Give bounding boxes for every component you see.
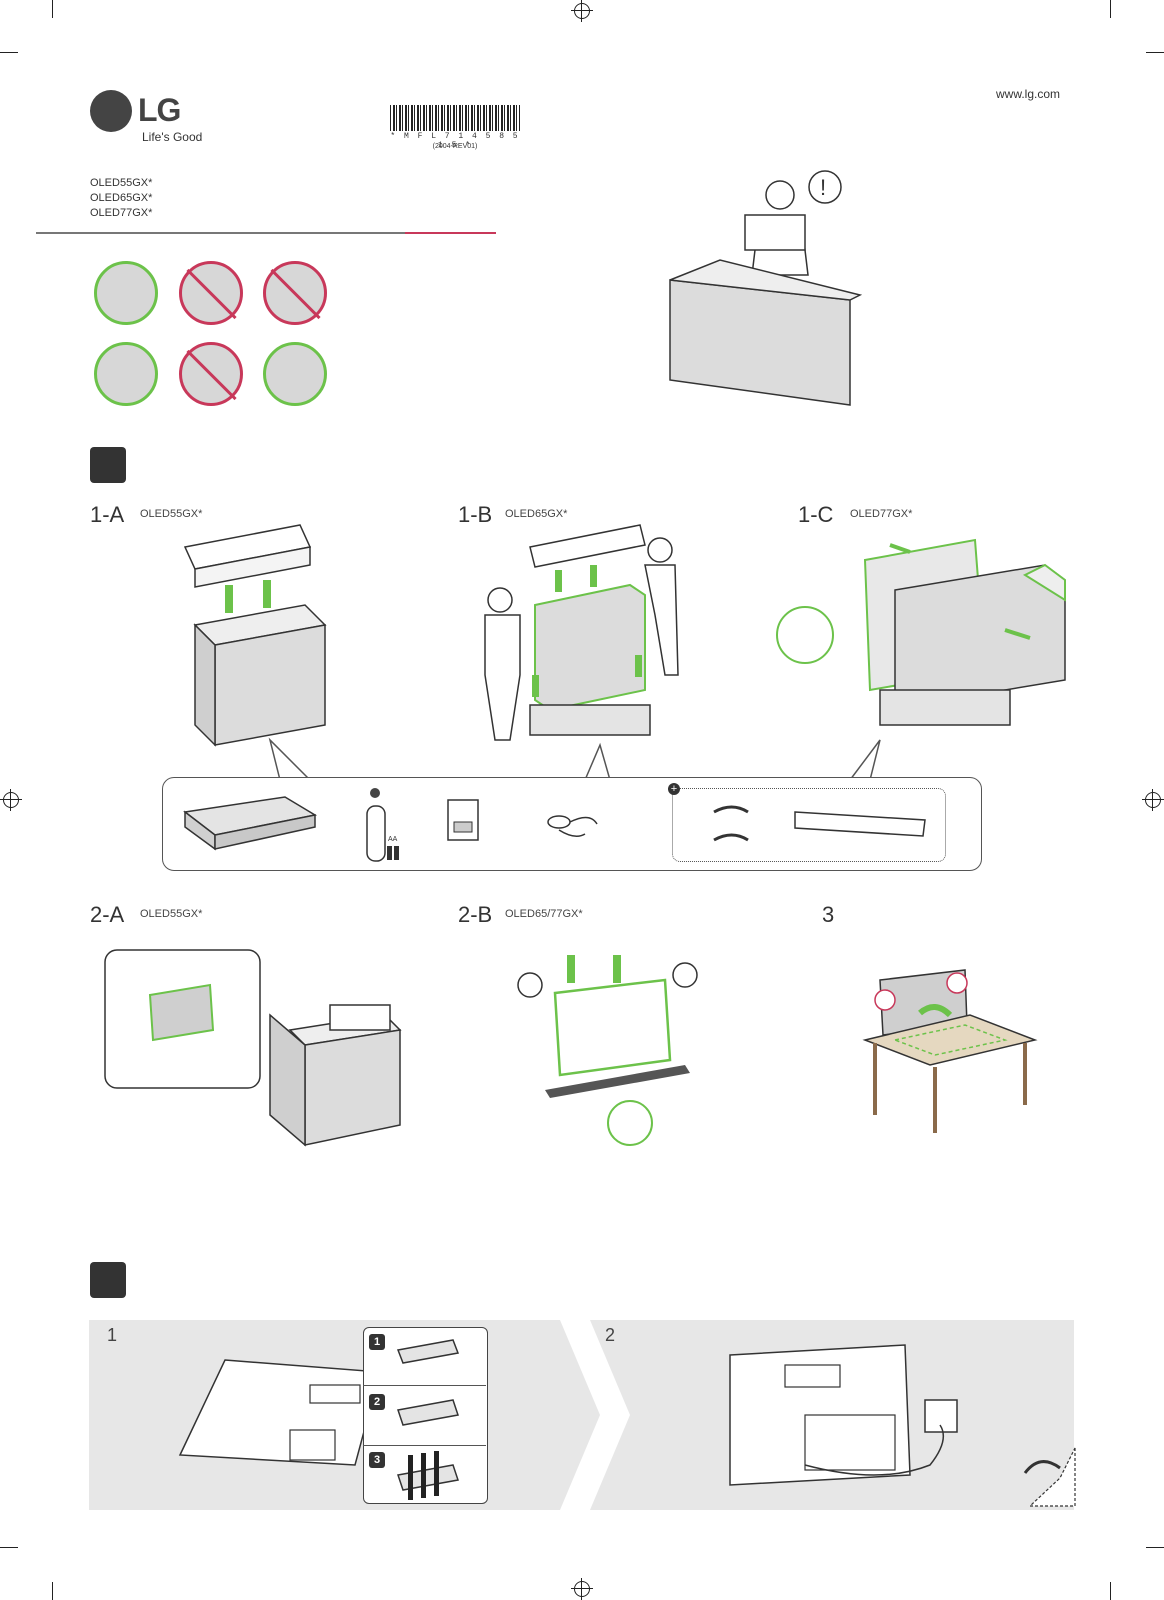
step-model: OLED65/77GX* [505, 908, 583, 920]
ir-cable-icon [713, 805, 749, 842]
lift-55-illustration [104, 949, 402, 1147]
cable-holder-illustration [396, 1339, 460, 1500]
unpack-65-illustration [484, 524, 679, 741]
crop-mark [1146, 52, 1164, 53]
stand-base-icon [183, 796, 318, 851]
unbox-icon [90, 447, 126, 483]
model-name: OLED65GX* [90, 192, 153, 204]
panel-number: 2 [605, 1325, 616, 1345]
substep-badge: 3 [369, 1452, 385, 1468]
box-warning-illustration: ! [669, 170, 863, 406]
cable-management-icon [90, 1262, 126, 1298]
step-label: 2-B [458, 902, 493, 927]
remote-control-icon [366, 788, 399, 862]
registration-mark-icon [571, 1578, 593, 1600]
tv-back-flat-illustration [178, 1359, 381, 1466]
crop-mark [0, 1547, 18, 1548]
registration-mark-icon [0, 789, 22, 811]
barcode-text: * M F L 7 1 4 5 8 5 1 5 * [390, 132, 520, 150]
crop-mark [1146, 1547, 1164, 1548]
step-model: OLED55GX* [140, 908, 203, 920]
crop-mark [0, 52, 18, 53]
crop-mark [1110, 0, 1111, 18]
crop-mark [1110, 1582, 1111, 1600]
press-screen-no-icon [179, 342, 243, 406]
unpack-77-illustration [776, 538, 1066, 726]
step-model: OLED65GX* [505, 508, 568, 520]
step-label: 1-C [798, 502, 834, 527]
model-name: OLED77GX* [90, 207, 153, 219]
step-label: 1-A [90, 502, 125, 527]
manual-icon [447, 799, 479, 841]
panel-chevron-divider [560, 1320, 630, 1510]
divider [36, 232, 496, 234]
lift-65-77-illustration [517, 955, 698, 1146]
panel-number: 1 [107, 1325, 118, 1345]
model-name: OLED55GX* [90, 177, 153, 189]
step-model: OLED77GX* [850, 508, 913, 520]
carry-horizontal-no-icon [263, 261, 327, 325]
svg-text:!: ! [820, 175, 826, 200]
unpack-55-illustration [183, 524, 327, 747]
tv-back-cables-illustration [729, 1344, 958, 1486]
place-on-table-illustration [862, 969, 1038, 1133]
divider [363, 1445, 486, 1446]
tagline: Life's Good [142, 130, 203, 144]
step-model: OLED55GX* [140, 508, 203, 520]
lg-logo-icon [90, 90, 132, 132]
barcode [390, 105, 520, 131]
optional-accessories [672, 788, 946, 862]
step-label: 3 [822, 902, 835, 927]
substep-badge: 1 [369, 1334, 385, 1350]
battery-label: AA [388, 836, 398, 843]
registration-mark-icon [1142, 789, 1164, 811]
wall-bracket-icon [794, 811, 926, 837]
step-label: 2-A [90, 902, 125, 927]
crop-mark [52, 1582, 53, 1600]
carry-flat-no-icon [179, 261, 243, 325]
substep-badge: 2 [369, 1394, 385, 1410]
lg-logo: LG Life's Good [90, 90, 220, 150]
hold-edge-ok-icon [94, 342, 158, 406]
page-turn-icon [1023, 1447, 1076, 1507]
carry-upright-ok-icon [94, 261, 158, 325]
crop-mark [52, 0, 53, 18]
gloves-icon [263, 342, 327, 406]
model-list: OLED55GX* OLED65GX* OLED77GX* [90, 176, 152, 221]
website-link[interactable]: www.lg.com [995, 87, 1060, 101]
step-label: 1-B [458, 502, 493, 527]
divider [363, 1385, 486, 1386]
callout-pointers [268, 737, 881, 781]
cable-adapter-icon [547, 815, 598, 837]
barcode-revision: (2004-REV01) [432, 143, 478, 150]
logo-text: LG [138, 92, 181, 128]
divider-accent [405, 232, 496, 234]
plus-icon: + [668, 783, 680, 795]
registration-mark-icon [571, 0, 593, 22]
